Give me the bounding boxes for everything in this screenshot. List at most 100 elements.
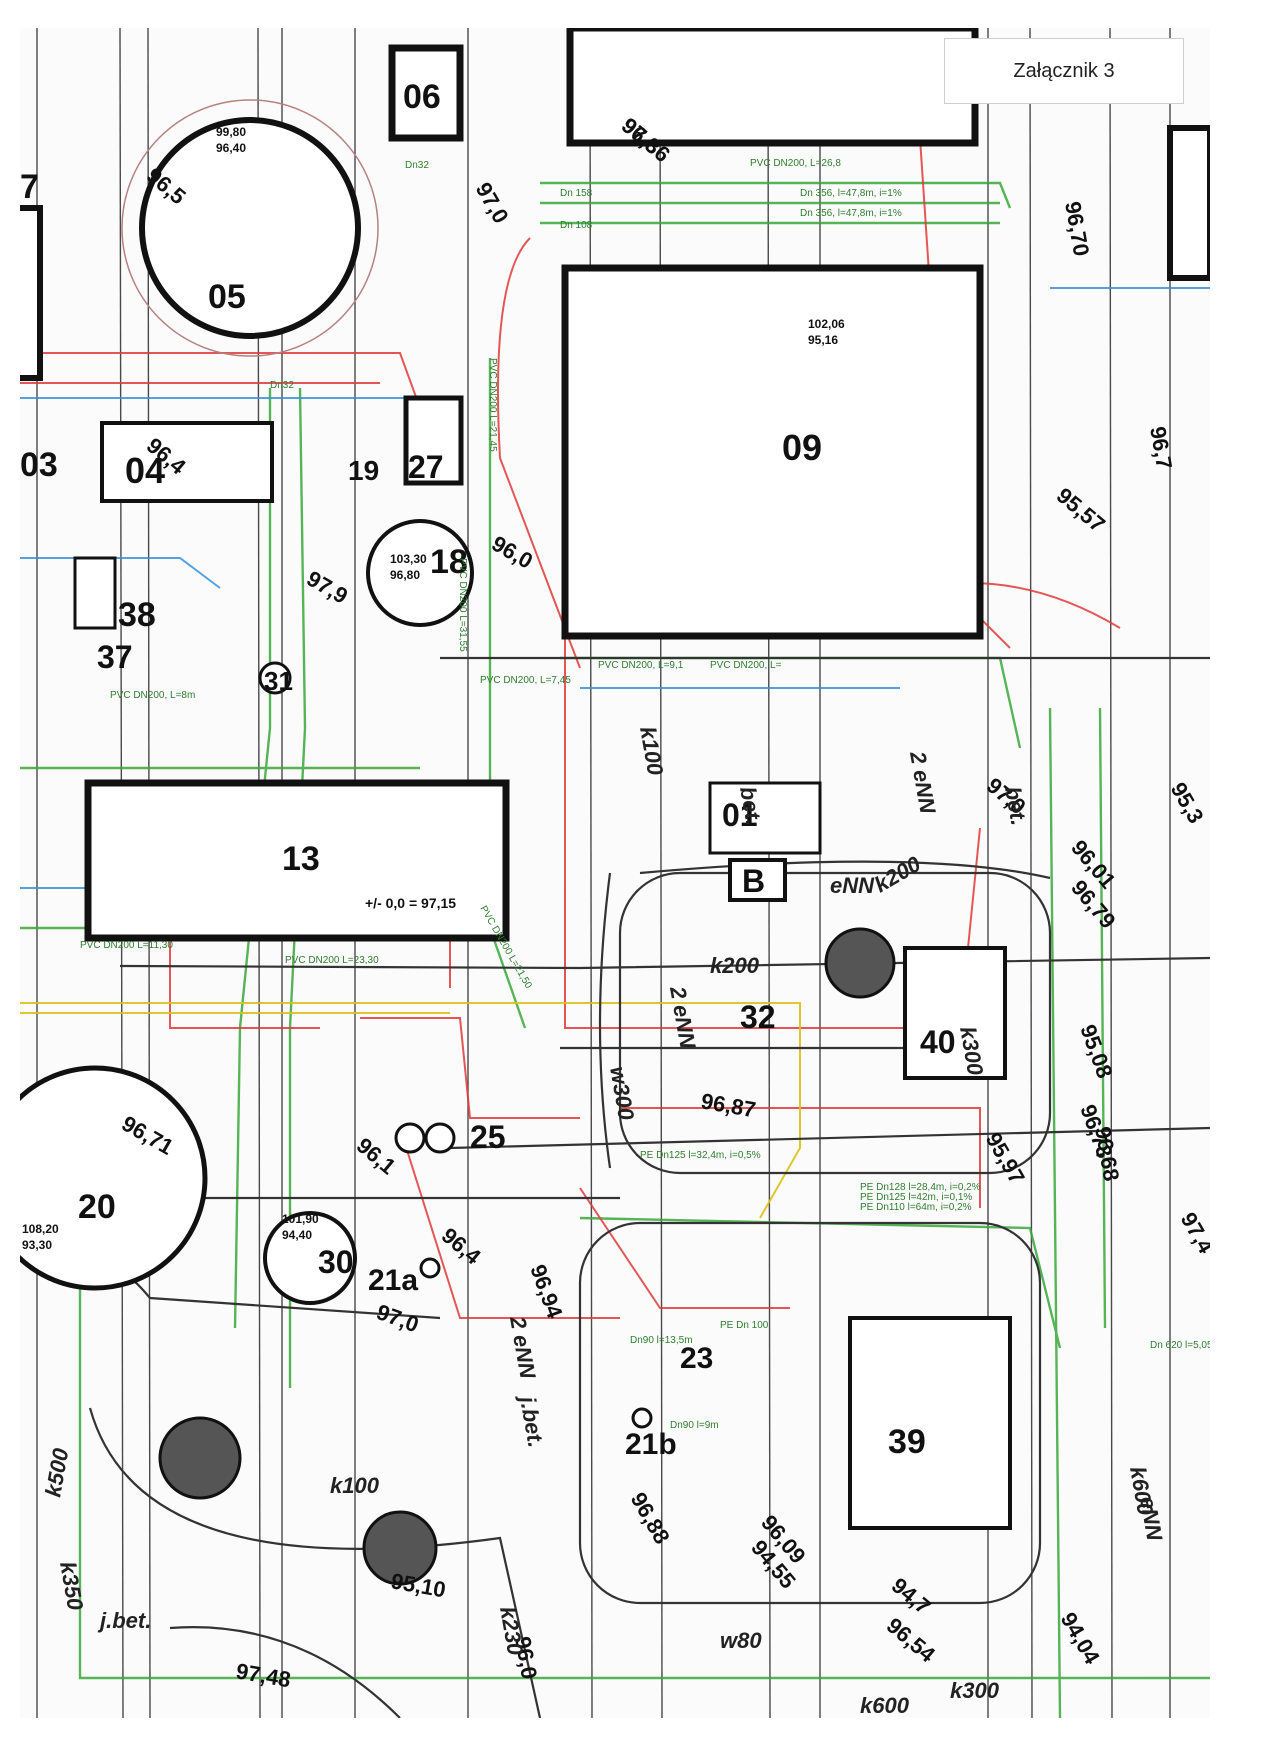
spot-height: 96,88 [626, 1488, 675, 1548]
elev-09-top: 102,06 [808, 317, 845, 331]
pipe-label: PE Dn110 l=64m, i=0,2% [860, 1202, 972, 1213]
pipe-label: PVC DN200 L=11,30 [80, 940, 173, 951]
line-note: k200 [870, 851, 926, 898]
pipe-label: Dn 158 [560, 188, 593, 199]
elev-05-top: 99,80 [216, 125, 246, 139]
plan-sheet: 06 09 04 03 27 38 37 13 01 B 40 39 7 05 … [20, 28, 1210, 1718]
building-7-edge [20, 205, 43, 381]
label-39: 39 [888, 1423, 926, 1461]
manhole-25a [394, 1122, 426, 1154]
spot-height: 97,48 [234, 1658, 293, 1692]
manhole-21b [631, 1407, 653, 1429]
manhole-21a [419, 1257, 441, 1279]
label-03: 03 [20, 446, 58, 484]
tank-20 [20, 1065, 208, 1291]
structure-labels: 05 18 20 30 31 32 25 21a 21b 23 19 [78, 278, 776, 1461]
label-30: 30 [318, 1244, 354, 1280]
elevation-callouts: 99,80 96,40 102,06 95,16 103,30 96,80 10… [22, 125, 845, 1252]
elev-30-top: 101,90 [282, 1212, 319, 1226]
label-b: B [742, 863, 765, 899]
building-top-right [566, 28, 979, 147]
tank-05 [139, 117, 361, 339]
pipe-label: PVC DN200, L=8m [110, 690, 195, 701]
building-27 [403, 395, 464, 486]
elev-20-bottom: 93,30 [22, 1238, 52, 1252]
label-25: 25 [470, 1119, 506, 1155]
spot-height: 96,87 [699, 1088, 758, 1122]
label-21b: 21b [625, 1428, 677, 1461]
building-09 [561, 264, 984, 640]
label-32: 32 [740, 999, 776, 1035]
spot-height: 97,0 [373, 1299, 422, 1337]
line-note: k600 [860, 1693, 910, 1718]
label-09: 09 [782, 427, 822, 468]
pipe-label: PE Dn128 l=28,4m, i=0,2% [860, 1182, 981, 1193]
tank-31 [258, 661, 292, 695]
line-note: bet. [1000, 785, 1031, 828]
spot-height: 94,7 [887, 1573, 936, 1620]
elev-30-bottom: 94,40 [282, 1228, 312, 1242]
spot-height: 95,10 [389, 1568, 448, 1602]
elev-20-top: 108,20 [22, 1222, 59, 1236]
pipe-label: Dn90 l=13,5m [630, 1335, 693, 1346]
elev-18-bottom: 96,80 [390, 568, 420, 582]
site-utility-plan: 06 09 04 03 27 38 37 13 01 B 40 39 7 05 … [20, 28, 1210, 1718]
pipe-label: Dn 356, l=47,8m, i=1% [800, 208, 902, 219]
building-right-edge [1167, 125, 1210, 281]
level-note: +/- 0,0 = 97,15 [365, 895, 456, 911]
label-7: 7 [20, 168, 39, 206]
pipe-label: PVC DN200 L=23,30 [285, 955, 379, 966]
pipe-label: Dn 620 l=5,05m [1150, 1340, 1210, 1351]
line-note: w80 [720, 1628, 762, 1653]
line-note: k350 [55, 1560, 88, 1613]
building-01 [708, 781, 822, 855]
elev-09-bottom: 95,16 [808, 333, 838, 347]
spot-height: 97,0 [471, 178, 514, 228]
spot-height: 96,4 [437, 1223, 486, 1270]
line-note: k300 [950, 1678, 1000, 1703]
label-20: 20 [78, 1188, 116, 1226]
spot-height: 96,7 [1145, 425, 1177, 472]
label-13: 13 [282, 840, 320, 878]
line-note: w300 [605, 1065, 639, 1123]
label-40: 40 [920, 1024, 956, 1060]
elev-18-top: 103,30 [390, 552, 427, 566]
spot-height: 96,70 [1060, 200, 1094, 259]
pipe-label: PVC DN200, L=26,8 [750, 158, 841, 169]
line-note: 2 eNN [505, 1314, 541, 1382]
line-note: 2 eNN [905, 749, 941, 817]
attachment-label: Załącznik 3 [944, 38, 1184, 104]
gas-network [20, 1002, 801, 1219]
building-13 [84, 779, 510, 942]
label-04: 04 [125, 450, 165, 491]
spot-height: 96,54 [882, 1613, 941, 1668]
spot-height: 95,3 [1166, 778, 1209, 828]
pipe-label: Dn 108 [560, 220, 593, 231]
spot-height: 97,4 [1176, 1208, 1210, 1258]
building-labels: 06 09 04 03 27 38 37 13 01 B 40 39 7 [20, 78, 956, 1461]
label-01: 01 [722, 797, 758, 833]
building-39 [848, 1316, 1012, 1530]
label-05: 05 [208, 278, 246, 316]
manhole-25b [424, 1122, 456, 1154]
line-note: eNN [1135, 1495, 1167, 1544]
building-38 [73, 556, 117, 630]
label-31: 31 [264, 666, 293, 696]
line-note: k200 [710, 953, 760, 978]
hatched-tank-3 [362, 1510, 438, 1586]
label-27: 27 [408, 449, 444, 485]
label-18: 18 [430, 543, 468, 581]
pipe-label: PE Dn 100 [720, 1320, 769, 1331]
label-38: 38 [118, 596, 156, 634]
round-structures [20, 99, 896, 1586]
pipe-label: PVC DN200 L=21,45 [487, 358, 498, 452]
label-21a: 21a [368, 1264, 418, 1297]
pipe-label: Dn 356, l=47,8m, i=1% [800, 188, 902, 199]
buildings [20, 28, 1210, 1530]
label-23: 23 [680, 1342, 713, 1375]
building-40 [903, 946, 1007, 1080]
water-network [20, 181, 1210, 1718]
pipe-label: PE Dn125 l=32,4m, i=0,5% [640, 1150, 761, 1161]
spot-height: 94,04 [1056, 1608, 1106, 1669]
line-note: k100 [330, 1473, 380, 1498]
